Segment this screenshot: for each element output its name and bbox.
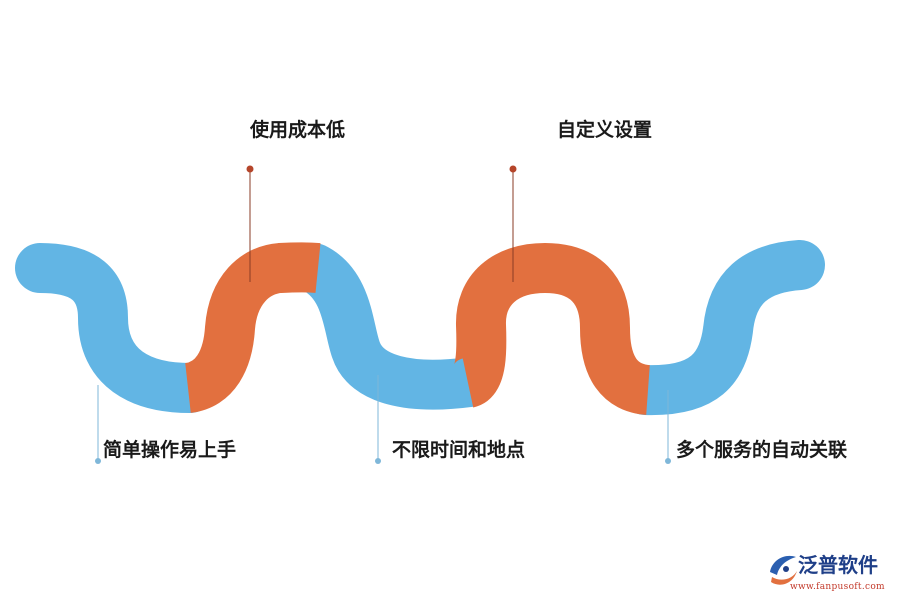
feature-label-bottom-1: 简单操作易上手 bbox=[103, 439, 237, 461]
wave-segment-5 bbox=[620, 240, 825, 416]
wave-segment-1 bbox=[15, 243, 215, 413]
wave-segment-2 bbox=[183, 242, 321, 413]
marker-dot-bottom-3 bbox=[665, 458, 671, 464]
feature-label-bottom-3: 多个服务的自动关联 bbox=[676, 439, 848, 461]
logo-name: 泛普软件 bbox=[798, 553, 878, 577]
marker-dot-top-1 bbox=[246, 165, 254, 173]
feature-label-bottom-2: 不限时间和地点 bbox=[392, 439, 526, 461]
marker-dot-bottom-1 bbox=[95, 458, 101, 464]
wave-segment-4 bbox=[452, 242, 652, 415]
feature-label-top-2: 自定义设置 bbox=[557, 119, 653, 141]
feature-label-top-1: 使用成本低 bbox=[250, 119, 346, 141]
marker-dot-bottom-2 bbox=[375, 458, 381, 464]
marker-dot-top-2 bbox=[509, 165, 517, 173]
wave-segment-3 bbox=[289, 243, 495, 410]
connectors bbox=[95, 165, 671, 464]
logo-url: www.fanpusoft.com bbox=[790, 582, 885, 592]
fanpu-logo-icon bbox=[770, 555, 797, 585]
